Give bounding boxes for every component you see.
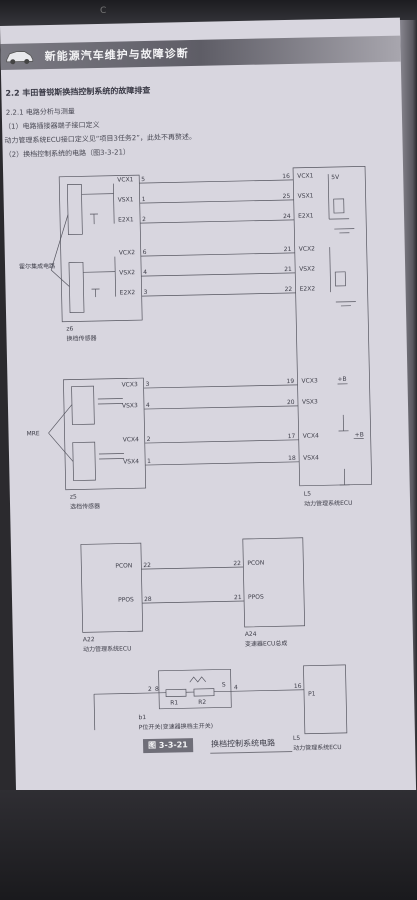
pin-label: E2X1: [118, 216, 134, 223]
block-id: z6: [66, 326, 73, 333]
pin-num: 20: [287, 399, 295, 406]
pin-num: 19: [286, 378, 294, 385]
ecu-bottom-box: [303, 664, 348, 735]
pin-num: 4: [146, 402, 150, 409]
pin-label: E2X2: [300, 285, 316, 292]
ecu-id: L5: [293, 735, 300, 742]
switch-id: b1: [138, 714, 146, 721]
pin-num: 1: [147, 458, 151, 465]
pin-label: VSX1: [118, 196, 134, 203]
mre-1: [71, 385, 95, 425]
pin-label: VCX4: [303, 432, 320, 439]
pin-label: VCX3: [301, 377, 318, 384]
pin-label: VCX2: [299, 245, 316, 252]
hall-ic-1: [66, 183, 83, 235]
pin-label: VCX1: [297, 172, 314, 179]
pin-num: 25: [283, 193, 291, 200]
mre-label: MRE: [26, 430, 39, 437]
pin-label: VCX2: [119, 249, 136, 256]
hall-ic-label: 霍尔集成电路: [19, 262, 55, 271]
pin-num: 6: [143, 249, 147, 256]
pin-num: 3: [145, 381, 149, 388]
ecu-a24-box: [242, 537, 305, 628]
resistor-r1: [165, 688, 187, 698]
background-bottom: [0, 790, 417, 900]
pin-num: 16: [282, 173, 290, 180]
pin-num: 2: [148, 686, 152, 693]
pin-num: 28: [144, 596, 152, 603]
shift-sensor-box: [58, 174, 143, 323]
pin-label: PPOS: [118, 596, 134, 603]
pin-num: 21: [284, 246, 292, 253]
pin-label: VSX3: [122, 402, 138, 409]
select-sensor-box: [63, 377, 147, 491]
switch-name: P位开关(变速器换档主开关): [139, 722, 213, 732]
pin-num: 5: [141, 176, 145, 183]
pin-label: PPOS: [248, 594, 264, 601]
pin-num: 17: [288, 433, 296, 440]
pin-label: PCON: [247, 560, 264, 567]
pin-label: PCON: [115, 562, 132, 569]
pin-num: 4: [234, 684, 238, 691]
pin-num: 18: [288, 455, 296, 462]
pin-num: 2: [147, 436, 151, 443]
resistor-label: R2: [198, 699, 206, 706]
pin-num: 22: [233, 560, 241, 567]
pin-s-label: S: [222, 681, 226, 688]
ecu-name: 动力管理系统ECU: [83, 644, 132, 653]
supply-label-2: +B: [355, 431, 364, 438]
pin-num: 22: [143, 562, 151, 569]
ecu-id: A24: [245, 631, 257, 638]
pin-label: VSX3: [302, 398, 318, 405]
hall-ic-2: [68, 261, 85, 313]
pin-label: VSX2: [299, 265, 315, 272]
ecu-id: L5: [304, 491, 311, 498]
resistor-r2: [193, 688, 215, 697]
pin-num: 1: [142, 196, 146, 203]
block-name: 换档传感器: [66, 334, 96, 343]
pin-label: VSX4: [303, 454, 319, 461]
block-id: z5: [70, 493, 77, 500]
pin-num: 24: [283, 213, 291, 220]
book-page: 新能源汽车维护与故障诊断 2.2 丰田普锐斯换挡控制系统的故障排查 2.2.1 …: [0, 17, 417, 826]
ecu-id: A22: [83, 636, 95, 643]
supply-label: +B: [337, 376, 346, 383]
pin-num: 3: [144, 289, 148, 296]
block-name: 选档传感器: [70, 502, 100, 511]
pin-num: 4: [143, 269, 147, 276]
pin-label: P1: [308, 691, 316, 698]
pin-num: 22: [285, 286, 293, 293]
pin-num: 16: [294, 683, 302, 690]
pin-label: VSX2: [119, 269, 135, 276]
figure-caption-label: 图 3-3-21: [142, 738, 193, 754]
ecu-name: 动力管理系统ECU: [304, 499, 353, 508]
circuit-diagram: VCX1 5 VSX1 1 E2X1 2 VCX2 6 VSX2 4 E2X2 …: [19, 166, 373, 752]
figure-caption-text: 换档控制系统电路: [210, 738, 276, 749]
ecu-a22-box: [80, 542, 144, 633]
p-switch-box: [158, 668, 232, 710]
car-icon: [6, 51, 34, 65]
mre-2: [72, 441, 96, 481]
pin-label: E2X1: [298, 212, 314, 219]
pin-num: 8: [155, 686, 159, 693]
pin-label: VSX4: [123, 458, 139, 465]
pin-num: 2: [142, 216, 146, 223]
ecu-name: 动力管理系统ECU: [293, 743, 342, 752]
pin-label: VCX3: [121, 381, 138, 388]
ecu-name: 变速器ECU总成: [245, 639, 288, 648]
pin-label: E2X2: [120, 289, 136, 296]
supply-label: 5V: [331, 174, 340, 181]
top-mark: C: [100, 6, 107, 16]
ecu-right-box: [292, 166, 373, 487]
pin-label: VCX1: [117, 176, 134, 183]
pin-num: 21: [234, 594, 242, 601]
pin-label: VSX1: [298, 192, 314, 199]
resistor-label: R1: [170, 699, 178, 706]
pin-label: VCX4: [123, 436, 140, 443]
pin-num: 21: [284, 266, 292, 273]
